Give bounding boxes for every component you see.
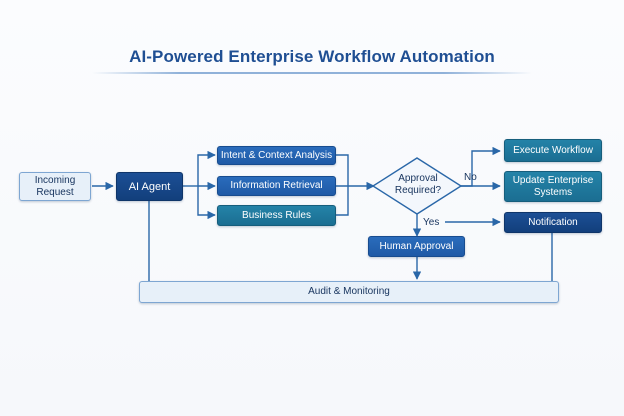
update-systems-node: Update Enterprise Systems: [504, 171, 602, 202]
edge-agent-branch-bottom: [197, 186, 216, 220]
intent-analysis-label: Intent & Context Analysis: [220, 149, 333, 161]
title-underline: [92, 72, 532, 74]
execute-workflow-node: Execute Workflow: [504, 139, 602, 162]
edge-label-no: No: [464, 172, 477, 183]
business-rules-label: Business Rules: [242, 209, 311, 221]
notification-label: Notification: [528, 216, 578, 228]
information-retrieval-label: Information Retrieval: [230, 180, 323, 191]
incoming-request-label: Incoming Request: [34, 174, 76, 198]
approval-required-label: Approval Required?: [394, 173, 442, 196]
edge-merge-top: [336, 154, 349, 186]
ai-agent-label: AI Agent: [128, 180, 171, 193]
human-approval-label: Human Approval: [379, 240, 454, 252]
audit-monitoring-node: Audit & Monitoring: [139, 281, 559, 303]
information-retrieval-node: Information Retrieval: [217, 176, 336, 196]
notification-node: Notification: [504, 212, 602, 233]
edge-agent-branch-top: [197, 150, 216, 186]
edge-label-yes: Yes: [423, 217, 440, 228]
ai-agent-node: AI Agent: [116, 172, 183, 201]
incoming-request-node: Incoming Request: [19, 172, 91, 201]
decision-diamond: [371, 157, 463, 215]
edge-merge-bottom: [336, 186, 349, 216]
human-approval-node: Human Approval: [368, 236, 465, 257]
intent-analysis-node: Intent & Context Analysis: [217, 146, 336, 165]
execute-workflow-label: Execute Workflow: [513, 144, 593, 156]
audit-monitoring-label: Audit & Monitoring: [308, 286, 390, 297]
business-rules-node: Business Rules: [217, 205, 336, 226]
diagram-title: AI-Powered Enterprise Workflow Automatio…: [129, 47, 495, 66]
update-systems-label: Update Enterprise Systems: [512, 174, 594, 198]
